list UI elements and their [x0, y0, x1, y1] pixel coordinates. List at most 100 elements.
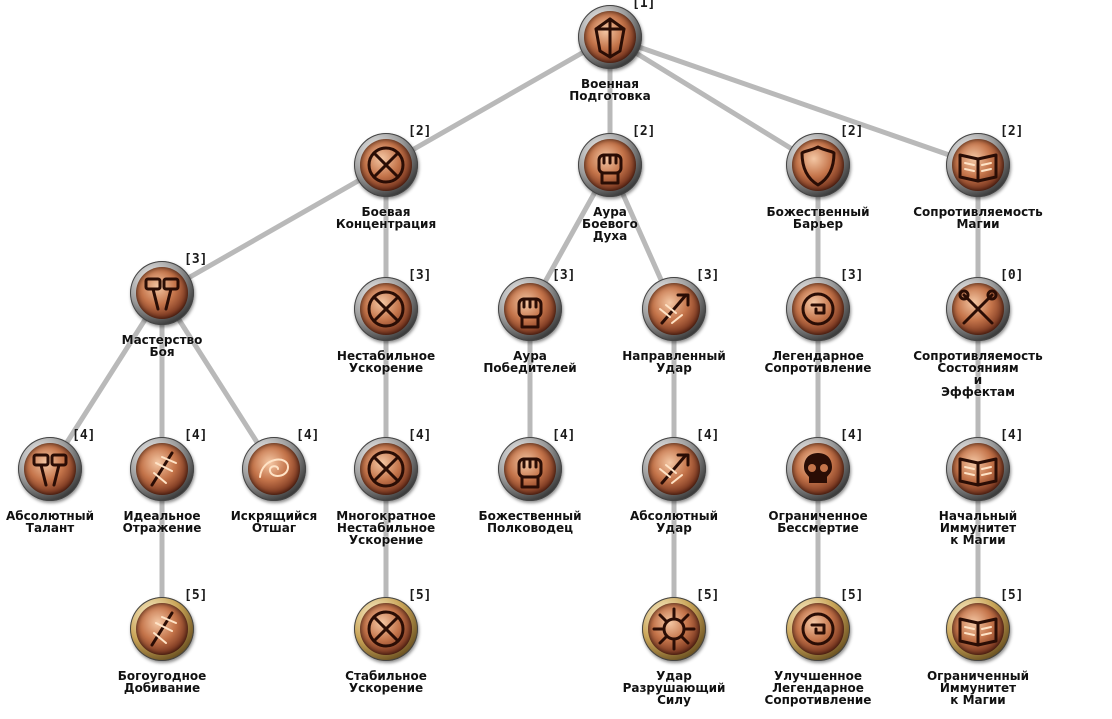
skill-label: Боевая Концентрация	[335, 205, 437, 231]
skill-label: Направленный Удар	[622, 349, 726, 375]
skill-node-absolyutnyi_udar[interactable]: [4]	[642, 428, 719, 501]
skill-node-ogranichennyi_immunitet[interactable]: [5]	[946, 588, 1023, 661]
skill-rank: [5]	[408, 588, 432, 603]
shattered-blade-icon	[136, 603, 188, 655]
open-book-icon	[952, 139, 1004, 191]
twin-hammers-icon	[136, 267, 188, 319]
skill-node-aura_boevogo_duha[interactable]: [2]	[578, 124, 655, 197]
blade-strike-icon	[648, 443, 700, 495]
tree-link-voennaya_podgotovka-to-boevaya_koncentraciya	[383, 34, 613, 168]
skill-node-bogougodnoe_dobivanie[interactable]: [5]	[130, 588, 207, 661]
skill-label: Абсолютный Талант	[6, 509, 94, 535]
skill-label: Аура Победителей	[483, 349, 577, 375]
skill-rank: [2]	[408, 124, 432, 139]
skill-rank: [4]	[840, 428, 864, 443]
skill-node-nachalnyi_immunitet[interactable]: [4]	[946, 428, 1023, 501]
skull-icon	[792, 443, 844, 495]
fist-icon	[504, 443, 556, 495]
skill-rank: [2]	[632, 124, 656, 139]
skill-rank: [4]	[296, 428, 320, 443]
skill-rank: [5]	[1000, 588, 1024, 603]
open-book-icon	[952, 603, 1004, 655]
rune-shield-icon	[792, 283, 844, 335]
skill-label: Сопротивляемость Состояниям и Эффектам	[913, 349, 1043, 399]
skill-label: Божественный Барьер	[766, 205, 870, 231]
tree-link-voennaya_podgotovka-to-soprotivlyaemost_magii	[607, 34, 981, 168]
skill-label: Многократное Нестабильное Ускорение	[336, 509, 436, 547]
skill-rank: [4]	[552, 428, 576, 443]
skill-node-masterstvo_boya[interactable]: [3]	[130, 252, 207, 325]
skill-node-napravlennyi_udar[interactable]: [3]	[642, 268, 719, 341]
skill-rank: [5]	[696, 588, 720, 603]
skill-node-aura_pobeditelei[interactable]: [3]	[498, 268, 575, 341]
skill-label: Удар Разрушающий Силу	[622, 669, 726, 707]
tree-link-masterstvo_boya-to-absolyutnyi_talant	[47, 290, 165, 472]
blade-strike-icon	[648, 283, 700, 335]
skill-label: Абсолютный Удар	[630, 509, 718, 535]
skill-node-soprotivlyaemost_magii[interactable]: [2]	[946, 124, 1023, 197]
open-book-icon	[952, 443, 1004, 495]
skill-label: Ограниченный Иммунитет к Магии	[926, 669, 1030, 707]
skill-rank: [3]	[552, 268, 576, 283]
skill-label: Идеальное Отражение	[122, 509, 202, 535]
skill-node-nestabilnoe_uskorenie[interactable]: [3]	[354, 268, 431, 341]
skill-label: Начальный Иммунитет к Магии	[938, 509, 1018, 547]
skill-node-boevaya_koncentraciya[interactable]: [2]	[354, 124, 431, 197]
skill-rank: [2]	[1000, 124, 1024, 139]
skill-node-bozhestvennyi_barier[interactable]: [2]	[786, 124, 863, 197]
skill-rank: [3]	[408, 268, 432, 283]
skill-rank: [4]	[696, 428, 720, 443]
skill-label: Ограниченное Бессмертие	[768, 509, 868, 535]
skill-node-ogranichennoe_bessmertie[interactable]: [4]	[786, 428, 863, 501]
skill-rank: [3]	[696, 268, 720, 283]
skill-node-udar_razrushayushchii[interactable]: [5]	[642, 588, 719, 661]
crossed-swords-icon	[360, 283, 412, 335]
skill-rank: [3]	[840, 268, 864, 283]
skill-label: Искрящийся Отшаг	[230, 509, 318, 535]
tree-link-boevaya_koncentraciya-to-masterstvo_boya	[159, 162, 389, 296]
swirl-icon	[248, 443, 300, 495]
skill-node-stabilnoe_uskorenie[interactable]: [5]	[354, 588, 431, 661]
skill-label: Военная Подготовка	[569, 77, 651, 103]
skill-node-soprotivlyaemost_sostoyaniyam[interactable]: [0]	[946, 268, 1023, 341]
shield-icon	[792, 139, 844, 191]
tree-link-voennaya_podgotovka-to-bozhestvennyi_barier	[607, 34, 821, 168]
skill-rank: [5]	[840, 588, 864, 603]
rune-shield-icon	[792, 603, 844, 655]
fist-icon	[504, 283, 556, 335]
shattered-blade-icon	[136, 443, 188, 495]
skill-label: Улучшенное Легендарное Сопротивление	[764, 669, 872, 707]
skill-rank: [2]	[840, 124, 864, 139]
skill-node-absolyutnyi_talant[interactable]: [4]	[18, 428, 95, 501]
skill-label: Стабильное Ускорение	[345, 669, 427, 695]
skill-label: Мастерство Боя	[121, 333, 203, 359]
skill-node-mnogokratnoe_uskorenie[interactable]: [4]	[354, 428, 431, 501]
crest-icon	[584, 11, 636, 63]
twin-hammers-icon	[24, 443, 76, 495]
skill-node-idealnoe_otrazhenie[interactable]: [4]	[130, 428, 207, 501]
skill-rank: [4]	[1000, 428, 1024, 443]
skill-rank: [1]	[632, 0, 656, 11]
skill-rank: [4]	[408, 428, 432, 443]
skill-label: Божественный Полководец	[478, 509, 582, 535]
skill-label: Нестабильное Ускорение	[336, 349, 436, 375]
crossed-tools-icon	[952, 283, 1004, 335]
skill-rank: [4]	[72, 428, 96, 443]
skill-label: Богоугодное Добивание	[117, 669, 207, 695]
skill-node-bozhestvennyi_polkovodec[interactable]: [4]	[498, 428, 575, 501]
skill-node-legendarnoe_soprotivlenie[interactable]: [3]	[786, 268, 863, 341]
crossed-swords-icon	[360, 603, 412, 655]
skill-node-iskryashchiisya_otshag[interactable]: [4]	[242, 428, 319, 501]
skill-rank: [3]	[184, 252, 208, 267]
fist-icon	[584, 139, 636, 191]
tree-link-masterstvo_boya-to-iskryashchiisya_otshag	[159, 290, 277, 472]
skill-label: Аура Боевого Духа	[582, 205, 638, 243]
spiked-orb-icon	[648, 603, 700, 655]
skill-label: Легендарное Сопротивление	[764, 349, 872, 375]
skill-label: Сопротивляемость Магии	[913, 205, 1043, 231]
skill-node-uluchshennoe_soprotivlenie[interactable]: [5]	[786, 588, 863, 661]
crossed-swords-icon	[360, 443, 412, 495]
crossed-swords-icon	[360, 139, 412, 191]
skill-node-voennaya_podgotovka[interactable]: [1]	[578, 0, 655, 69]
